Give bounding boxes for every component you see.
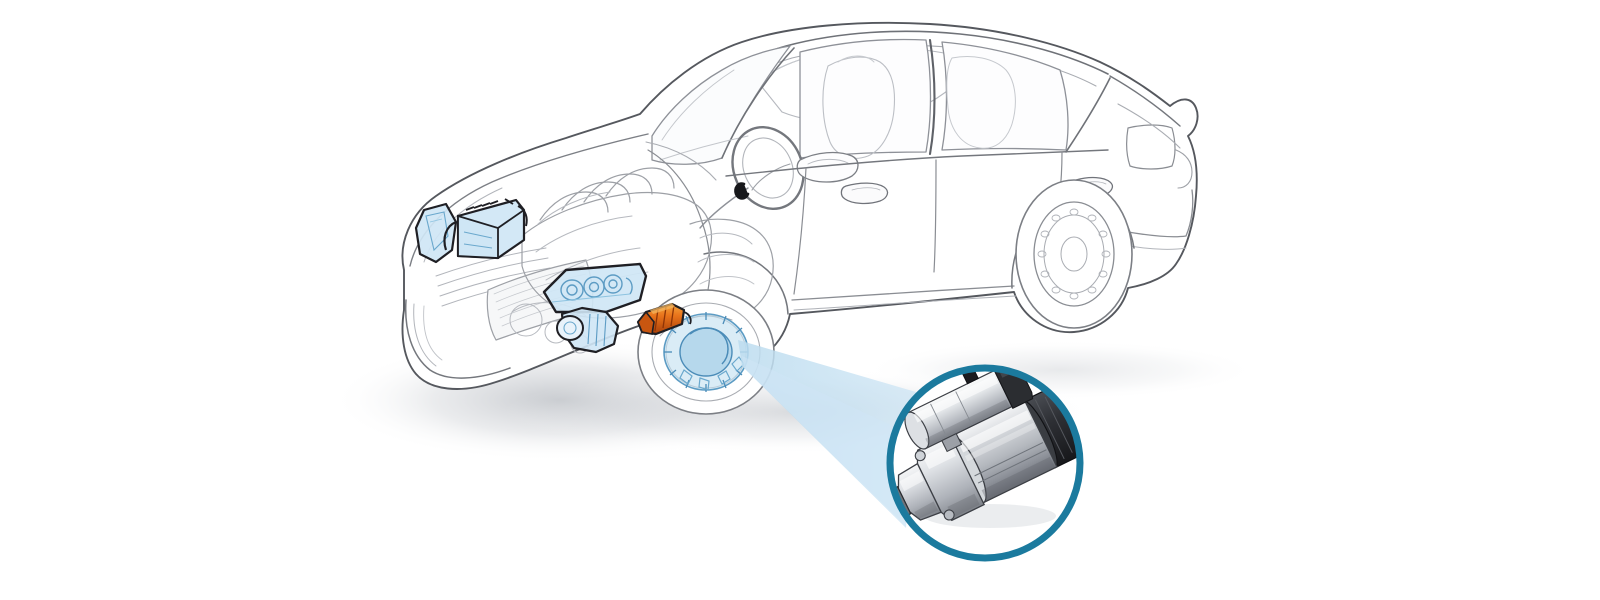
starter-body-bands xyxy=(654,304,675,332)
front-wheel-arch xyxy=(703,251,789,315)
through-bolts xyxy=(974,442,1047,484)
front-seat xyxy=(822,56,896,159)
front-bumper xyxy=(404,299,511,379)
alternator-fins xyxy=(587,313,607,347)
rear-wheel-bolt-ring xyxy=(1037,208,1111,300)
rocker-panel xyxy=(791,285,1015,301)
rear-door-seam xyxy=(933,159,937,273)
front-fender xyxy=(647,149,711,291)
side-mirror-glass xyxy=(807,158,849,165)
callout-content xyxy=(892,370,1078,556)
windshield xyxy=(651,45,791,165)
magnifier-beam xyxy=(738,340,916,528)
front-bumper-2 xyxy=(413,303,437,367)
solenoid-ribs xyxy=(930,391,972,437)
steering-wheel xyxy=(731,126,805,210)
a-pillar xyxy=(721,47,795,159)
alternator[interactable] xyxy=(556,306,620,354)
cowl xyxy=(645,141,717,181)
rear-lamp xyxy=(1175,149,1193,189)
front-side-window xyxy=(799,38,932,159)
windshield-inner xyxy=(661,69,735,141)
starter-motor[interactable] xyxy=(636,302,692,336)
ring-gear-segments xyxy=(679,356,745,391)
rear-side-window xyxy=(941,41,1069,151)
fuel-filler-door xyxy=(1126,124,1176,170)
trunk-seam xyxy=(1117,103,1181,149)
door-handle-front xyxy=(840,182,889,205)
side-mirror xyxy=(796,151,859,183)
ring-gear-teeth xyxy=(664,312,748,392)
rear-wheel xyxy=(1015,179,1133,329)
battery[interactable] xyxy=(443,198,528,260)
beltline xyxy=(725,149,1109,177)
battery-terminals xyxy=(465,198,514,211)
headlamp[interactable] xyxy=(542,262,648,314)
rear-bumper xyxy=(1127,189,1194,238)
flywheel-ring-gear[interactable] xyxy=(663,312,749,392)
nose-housing xyxy=(897,433,986,522)
c-pillar xyxy=(1065,77,1111,153)
front-bumper-3 xyxy=(423,305,443,361)
trunk-lid xyxy=(1109,75,1181,127)
starter-motor-callout[interactable] xyxy=(814,325,1106,563)
intake-manifold xyxy=(537,167,675,225)
ignition-switch xyxy=(734,182,750,200)
rear-bumper-lower xyxy=(1129,245,1187,250)
rocker-panel-lower xyxy=(793,295,1017,311)
rear-seat xyxy=(946,56,1016,149)
callout-ring xyxy=(886,364,1084,562)
front-door-seam xyxy=(793,167,807,295)
front-seat-head xyxy=(837,55,875,63)
b-pillar xyxy=(928,38,936,156)
